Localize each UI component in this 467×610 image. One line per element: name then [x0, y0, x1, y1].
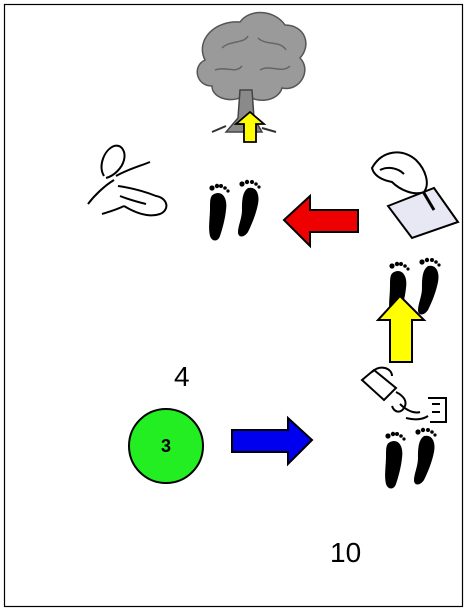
number-label-4: 4: [174, 361, 190, 393]
start-marker[interactable]: 3: [129, 409, 203, 483]
start-marker-label: 3: [161, 436, 171, 456]
number-label-10: 10: [330, 537, 361, 569]
